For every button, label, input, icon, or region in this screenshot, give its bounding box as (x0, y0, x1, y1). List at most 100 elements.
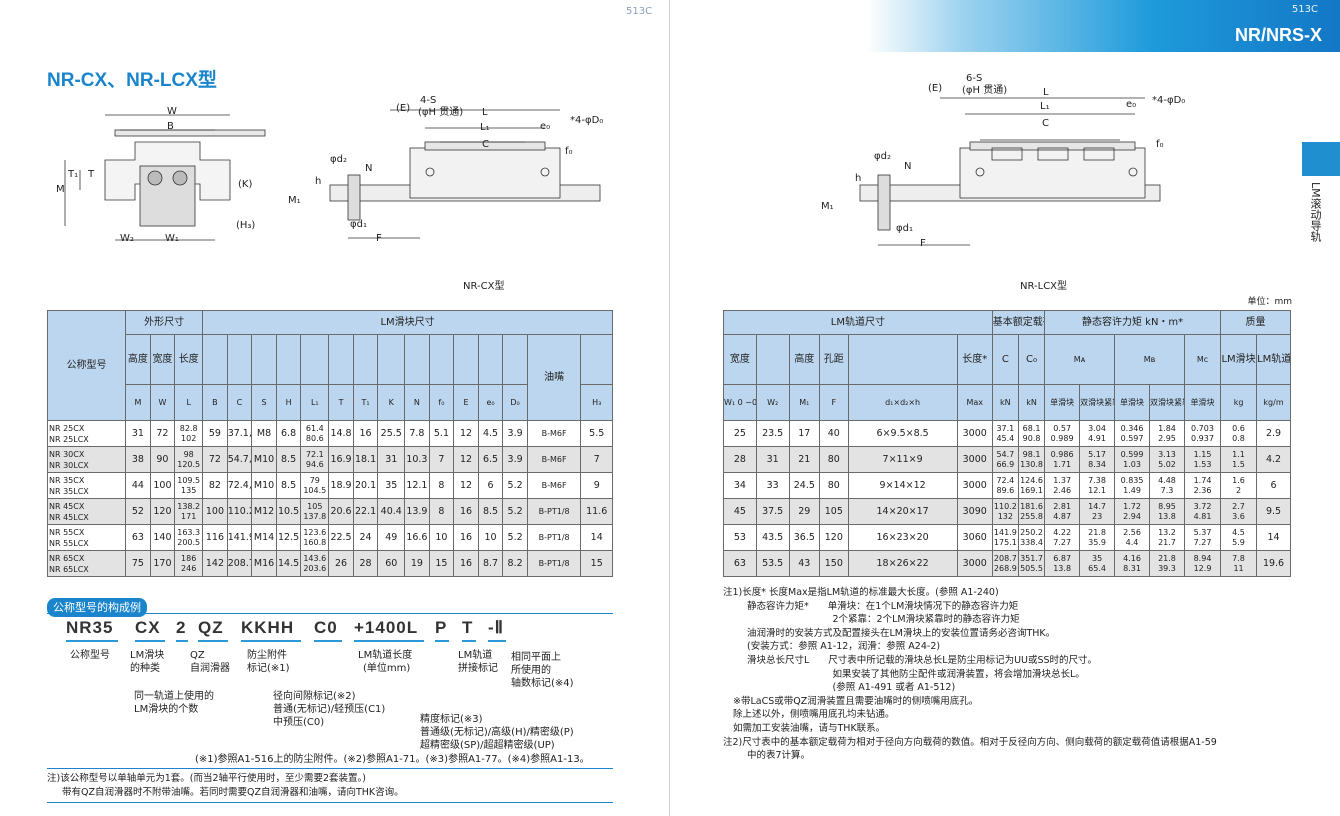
cell-line: 12.9 (1193, 563, 1212, 573)
section-rule (47, 613, 613, 614)
cell-line: 8.94 (1193, 554, 1212, 563)
cell-line: 1.74 (1193, 476, 1212, 485)
cell-line: 0.937 (1191, 433, 1214, 443)
bottom-note-2: 带有QZ自润滑器时不附带油嘴。若同时需要QZ自润滑器和油嘴，请向THK咨询。 (62, 787, 404, 798)
label-joint-2: 拼接标记 (458, 663, 498, 674)
series-label: NR/NRS-X (1234, 25, 1322, 45)
header-symbol: L (174, 384, 204, 421)
dim-N-lcx: N (904, 161, 912, 172)
moment-icon-1: Mᴀ (1044, 334, 1116, 385)
header-single: 单滑块 (1183, 384, 1222, 421)
table-cell: 16 (453, 524, 479, 551)
table-cell: 9×14×12 (847, 472, 958, 499)
dim-L: L (482, 107, 488, 118)
table-cell: 20.1 (352, 472, 379, 499)
dim-f0: f₀ (565, 146, 573, 157)
header-unit-kN: kN (1017, 384, 1046, 421)
table-cell: 72 (149, 420, 176, 447)
table-cell: 17 (788, 420, 821, 447)
cell-line: 171 (181, 511, 197, 521)
table-cell: 14 (1256, 524, 1291, 551)
table-cell: 72.4,89.6 (226, 472, 253, 499)
dim-M: M (56, 184, 65, 195)
dim-d1: φd₁ (350, 219, 367, 230)
header-blank (502, 334, 528, 385)
header-single: 单滑块 (1114, 384, 1151, 421)
table-cell: 63 (723, 550, 757, 577)
header-load: 基本额定载荷 (991, 310, 1046, 335)
header-symbol: N (404, 384, 430, 421)
right-note: 静态容许力矩* 单滑块：在1个LM滑块情况下的静态容许力矩 (747, 600, 1019, 612)
table-cell: 7 (580, 446, 613, 473)
table-cell: 22.5 (328, 524, 354, 551)
cell-line: NR 55CX (49, 527, 85, 537)
dim-H3: (H₃) (236, 220, 256, 231)
label-axes-2: 所使用的 (511, 665, 551, 676)
reference-notes: (※1)参照A1-516上的防尘附件。(※2)参照A1-71。(※3)参照A1-… (195, 754, 590, 765)
dim-F-lcx: F (920, 238, 926, 249)
table-cell: 8.5 (275, 446, 302, 473)
cell-line: 98.1 (1022, 450, 1041, 459)
cell-line: 250.2 (1020, 528, 1043, 537)
table-cell: 2.9 (1256, 420, 1291, 447)
cell-line: 21.8 (1088, 528, 1106, 537)
table-cell: 44 (125, 472, 151, 499)
table-cell: 8.5 (275, 472, 302, 499)
header-blank (477, 334, 504, 385)
cell-line: 2.36 (1193, 485, 1212, 495)
page-number-left: 513C (626, 6, 653, 17)
cell-line: 138.2 (177, 502, 201, 511)
table-cell: M14 (251, 524, 277, 551)
cell-line: 1.49 (1123, 485, 1141, 495)
cell-line: 109.5 (177, 476, 201, 485)
cell-line: 68.1 (1022, 424, 1041, 433)
header-C0: C₀ (1017, 334, 1046, 385)
cell-line: 72.1 (305, 450, 324, 459)
table-cell: 110.2,132 (226, 498, 253, 525)
table-cell: 34 (723, 472, 757, 499)
cell-line: NR 45CX (49, 501, 85, 511)
notes-rule (47, 768, 613, 769)
dim-d2: φd₂ (330, 154, 347, 165)
cell-line: 110.2 (993, 502, 1017, 511)
cell-line: NR 30CX (49, 449, 85, 459)
code-part-3: 2 (176, 618, 187, 637)
label-block-type-1: LM滑块 (130, 650, 165, 661)
cell-line: 21.7 (1158, 537, 1176, 547)
table-cell: 38 (125, 446, 151, 473)
table-cell: 150 (819, 550, 849, 577)
table-cell: 3.9 (502, 420, 528, 447)
cell-line: NR 65CX (49, 553, 85, 563)
cell-line: 1.71 (1053, 459, 1072, 469)
table-cell: 6.8 (275, 420, 302, 447)
cell-line: 4.81 (1193, 511, 1212, 521)
code-underline-10 (488, 640, 506, 642)
cell-line: 255.8 (1020, 511, 1043, 521)
cell-line: 23 (1091, 511, 1103, 521)
cell-line: 3.13 (1158, 450, 1176, 459)
side-view-drawing-lcx (859, 97, 1161, 246)
cell-line: 268.9 (993, 563, 1017, 573)
dim-W2: W₂ (120, 233, 134, 244)
notes-rule-bottom (47, 802, 613, 803)
header-unit-kg: kg (1220, 384, 1258, 421)
page-number-right: 513C (1291, 4, 1318, 15)
dim-K: (K) (238, 179, 253, 190)
cell-line: 351.7 (1020, 554, 1043, 563)
